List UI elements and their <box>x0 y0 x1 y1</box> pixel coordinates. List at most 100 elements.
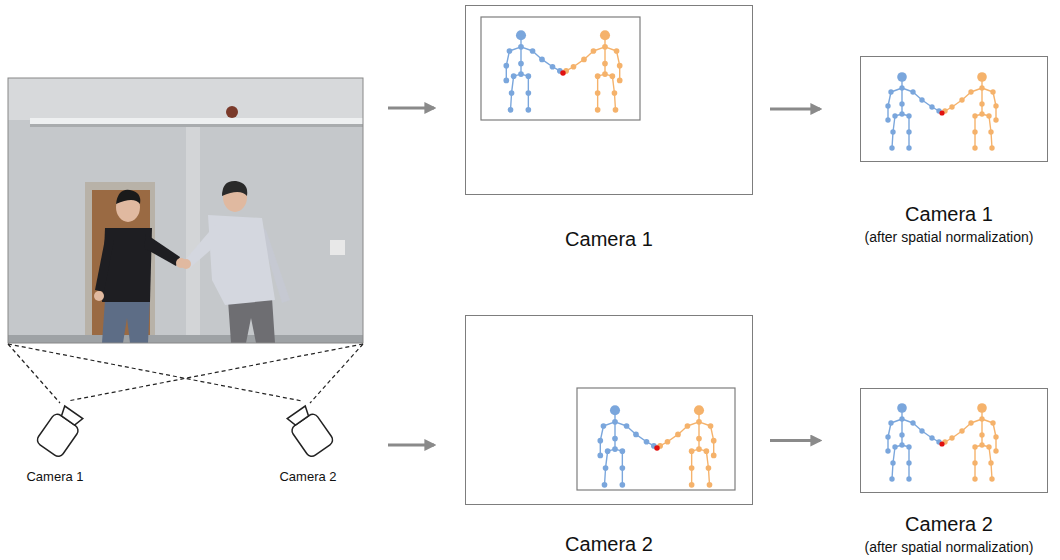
skeleton-joint <box>597 453 603 459</box>
skeleton-joint <box>990 420 995 425</box>
skeleton-joint <box>892 444 897 449</box>
skeleton-pair <box>597 405 716 487</box>
person-hand <box>94 291 104 301</box>
skeleton-joint <box>885 434 890 439</box>
skeleton-joint <box>613 107 619 113</box>
skeleton-joint <box>972 129 977 134</box>
view-subtitle: (after spatial normalization) <box>822 229 1058 245</box>
flow-arrow <box>388 107 434 110</box>
camera-view-panel: Camera 2 <box>462 315 756 556</box>
skeleton-joint <box>989 145 994 150</box>
skeleton-joint <box>885 103 890 108</box>
skeleton-joint <box>620 482 626 488</box>
camera-lens <box>59 406 83 427</box>
skeleton-joint <box>595 73 601 79</box>
skeleton-joint <box>509 90 515 96</box>
photo-wall-upper <box>8 78 363 120</box>
interaction-point <box>654 445 659 450</box>
camera-view-panel: Camera 1 <box>462 5 756 251</box>
skeleton-joint <box>979 111 984 116</box>
view-frame <box>860 388 1048 493</box>
skeleton-joint <box>993 434 998 439</box>
skeleton-joint <box>602 71 608 77</box>
skeleton-joint <box>591 48 597 54</box>
skeleton-joint <box>986 444 991 449</box>
photo-door-frame <box>85 182 155 343</box>
skeleton-joint <box>706 465 712 471</box>
skeleton-joint <box>711 453 717 459</box>
skeleton-joint <box>696 436 702 442</box>
view-title: Camera 1 <box>462 228 756 251</box>
camera-icon <box>35 404 86 459</box>
skeleton-joint <box>503 78 509 84</box>
skeleton-joint <box>518 44 524 50</box>
skeleton-joint <box>906 476 911 481</box>
skeleton-joint <box>610 73 616 79</box>
skeleton-joint <box>899 432 904 437</box>
view-frame <box>465 5 753 195</box>
skeleton-pair <box>885 403 998 481</box>
skeleton-joint <box>600 30 610 40</box>
photo-border <box>8 78 363 343</box>
skeleton-joint <box>624 423 630 429</box>
skeleton-joint <box>633 432 639 438</box>
skeleton-joint <box>610 405 620 415</box>
photo-shelf <box>30 118 363 124</box>
skeleton-joint <box>711 438 717 444</box>
skeleton-joint <box>899 85 904 90</box>
skeleton-joint <box>977 403 987 413</box>
skeleton-joint <box>518 71 524 77</box>
skeleton-joint <box>602 482 608 488</box>
skeleton-joint <box>689 482 695 488</box>
flow-arrow <box>770 108 820 111</box>
skeleton-joint <box>665 439 671 445</box>
view-line <box>310 344 363 403</box>
skeleton-joint <box>919 428 924 433</box>
skeleton-joint <box>603 465 609 471</box>
skeleton-joint <box>899 111 904 116</box>
skeleton-bounding-box <box>481 17 640 120</box>
skeleton-joint <box>617 78 623 84</box>
person-arm <box>95 234 114 292</box>
skeleton-joint <box>601 423 607 429</box>
skeleton-joint <box>526 73 532 79</box>
skeleton-joint <box>644 439 650 445</box>
skeleton-joint <box>516 30 526 40</box>
skeleton-joint <box>919 97 924 102</box>
skeleton-joint <box>993 117 998 122</box>
skeleton-joint <box>906 129 911 134</box>
skeleton-joint <box>979 442 984 447</box>
skeleton-joint <box>889 145 894 150</box>
skeleton-joint <box>968 420 973 425</box>
skeleton-joint <box>977 72 987 82</box>
skeleton-joint <box>612 419 618 425</box>
skeleton-joint <box>885 448 890 453</box>
person-torso <box>208 215 275 305</box>
camera-lens <box>287 406 311 427</box>
view-title: Camera 2 <box>822 513 1058 536</box>
skeleton-joint <box>986 113 991 118</box>
skeleton-joint <box>890 129 895 134</box>
skeleton-joint <box>979 416 984 421</box>
interaction-point <box>939 441 944 446</box>
skeleton-joint <box>550 64 556 70</box>
photo-wall <box>8 78 363 343</box>
flow-arrow <box>770 439 820 442</box>
skeleton-joint <box>704 448 710 454</box>
skeleton-pair <box>885 72 998 151</box>
skeleton-joint <box>906 460 911 465</box>
interaction-point <box>939 110 944 115</box>
skeleton-joint <box>988 460 993 465</box>
skeleton-joint <box>602 61 608 67</box>
person-arm <box>144 234 180 266</box>
skeleton-joint <box>910 89 915 94</box>
skeleton-joint <box>989 476 994 481</box>
skeleton-joint <box>929 435 934 440</box>
skeleton-joint <box>689 465 695 471</box>
skeleton-joint <box>979 432 984 437</box>
skeleton-joint <box>885 117 890 122</box>
skeleton-joint <box>890 460 895 465</box>
skeleton-pair <box>503 30 622 112</box>
skeleton-joint <box>526 107 532 113</box>
